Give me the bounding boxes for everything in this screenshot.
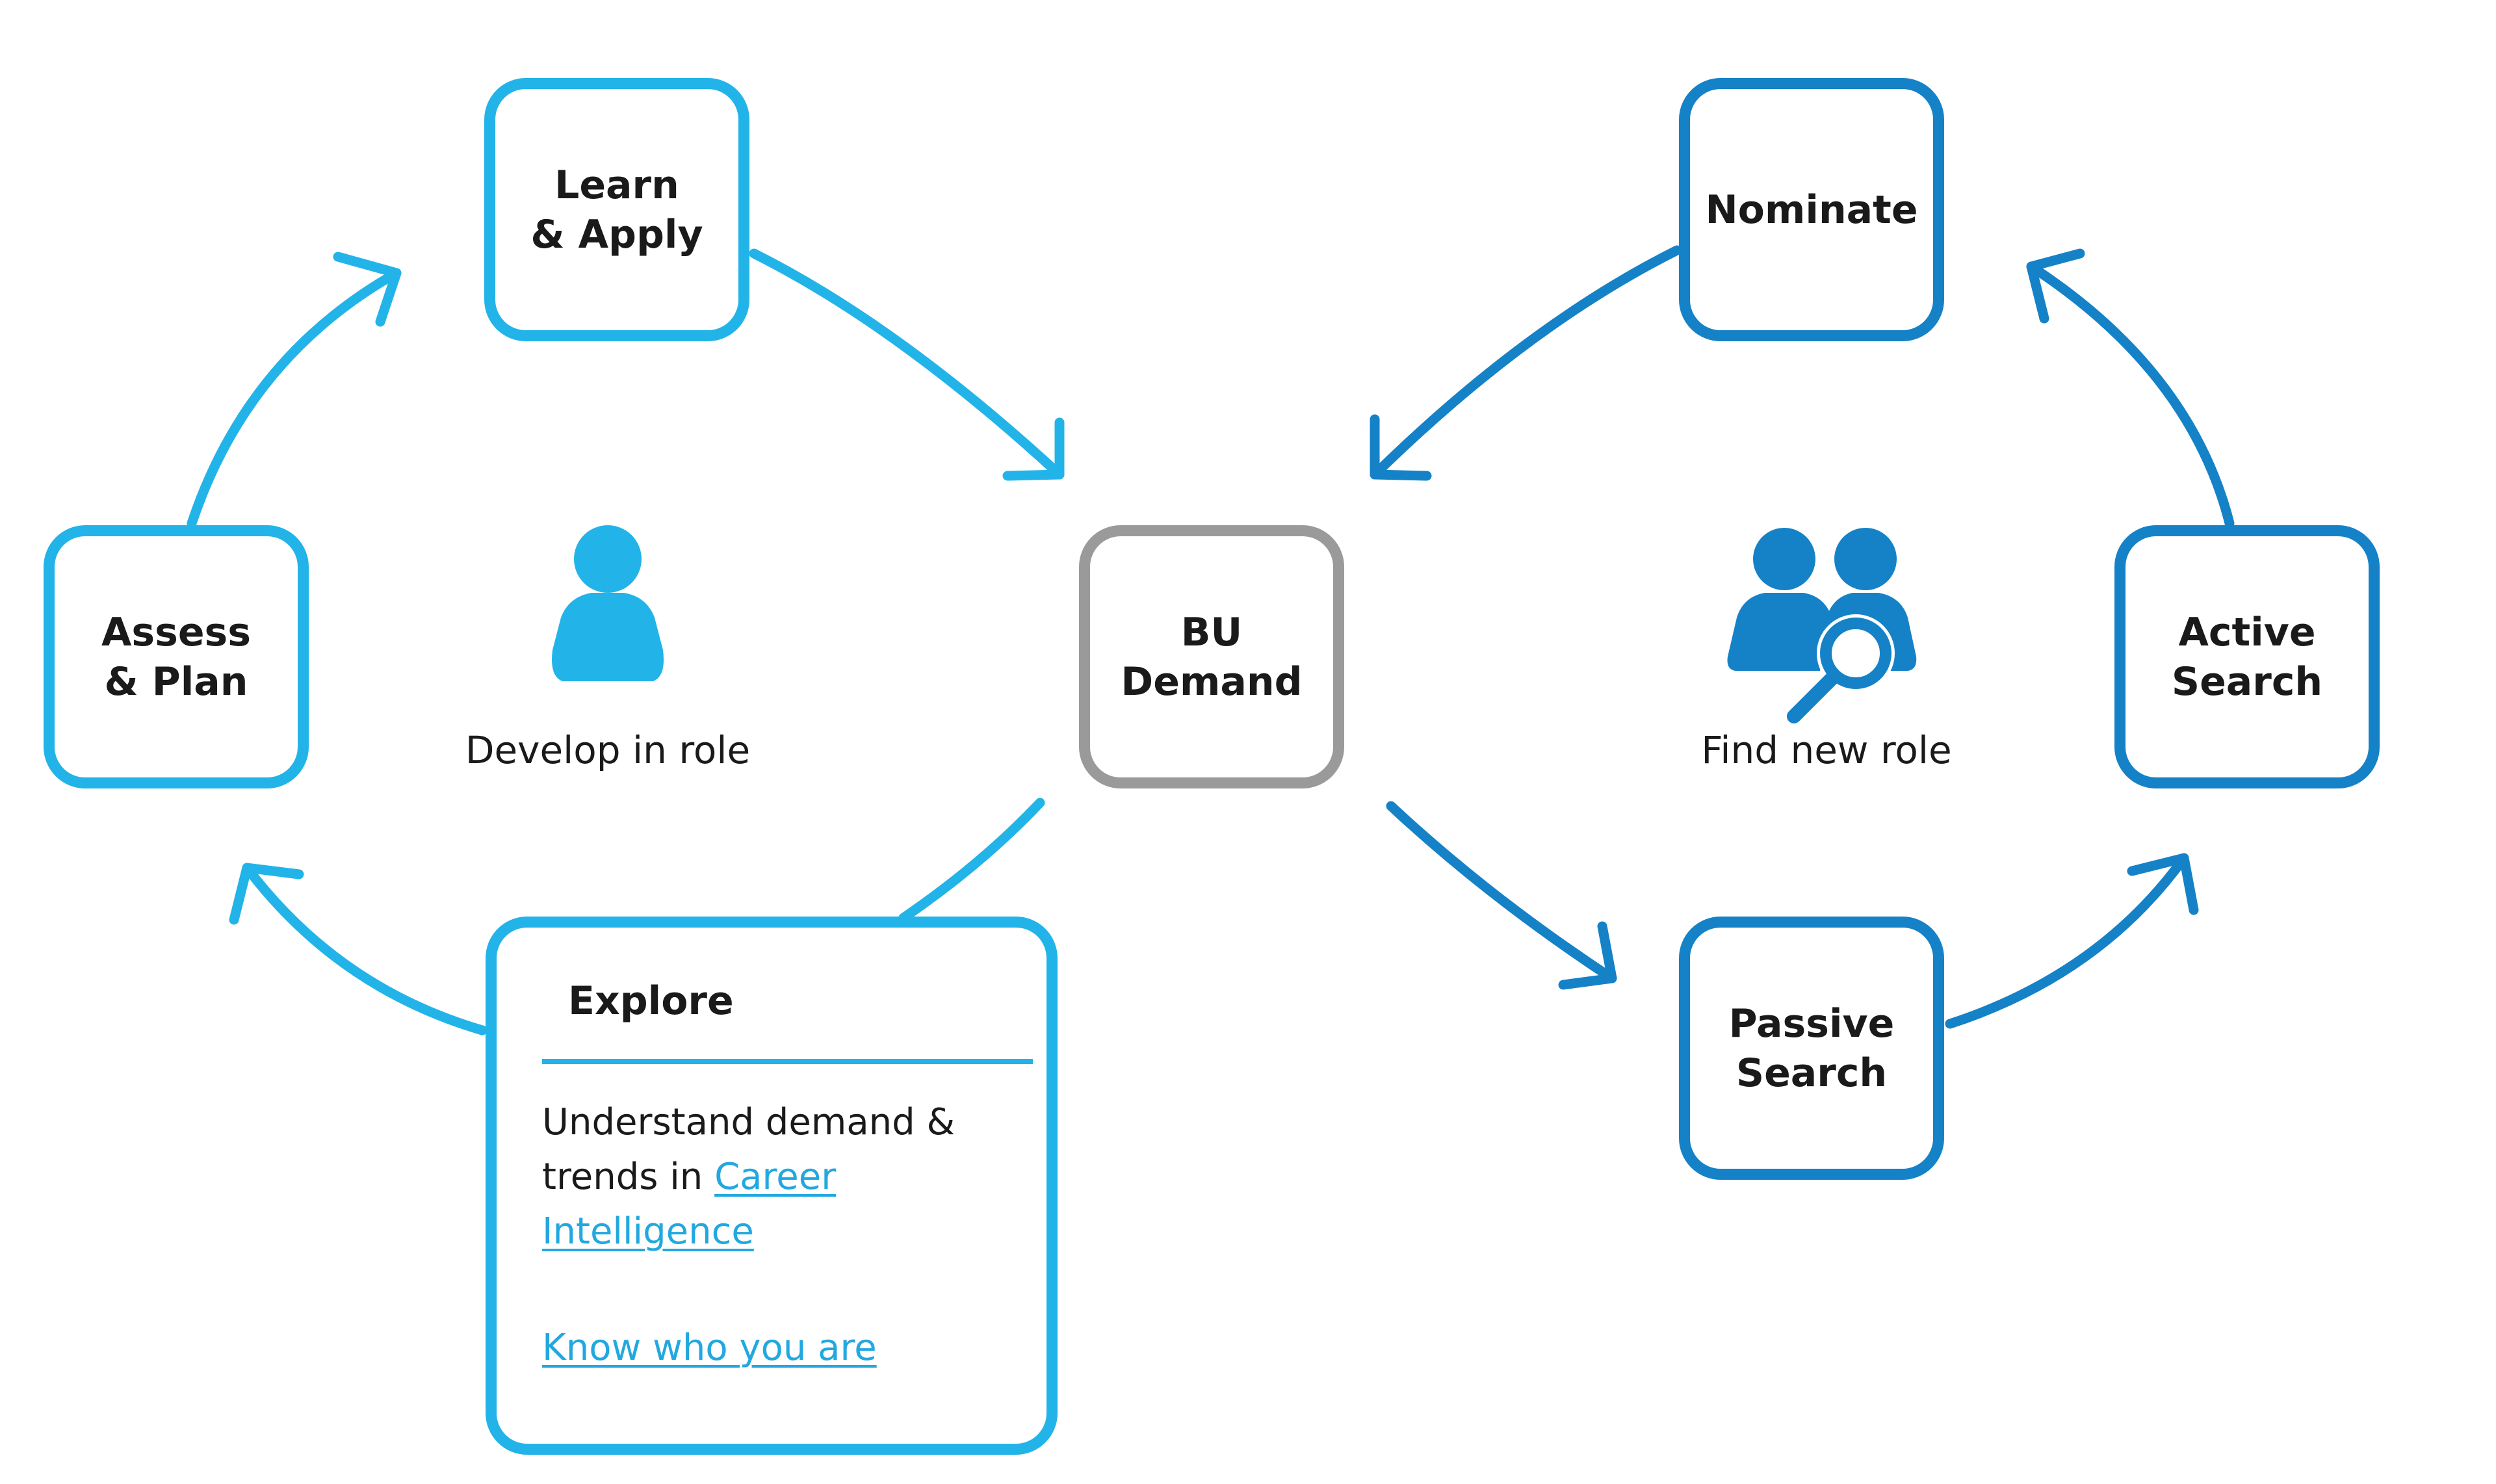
nominate-box: Nominate bbox=[1679, 78, 1944, 341]
passive-search-label: Passive Search bbox=[1728, 1000, 1895, 1096]
explore-body-text: Understand demand & trends in bbox=[542, 1101, 956, 1198]
arrow-assess-to-learn bbox=[187, 268, 402, 528]
explore-title: Explore bbox=[568, 978, 734, 1024]
arrow-learn-to-bu bbox=[749, 248, 1065, 480]
explore-divider bbox=[542, 1059, 1033, 1064]
develop-in-role-caption: Develop in role bbox=[465, 728, 751, 772]
nominate-label: Nominate bbox=[1705, 187, 1918, 233]
arrowhead-bu-to-passive bbox=[1558, 921, 1617, 990]
assess-plan-label: Assess & Plan bbox=[101, 609, 251, 705]
know-who-you-are-link[interactable]: Know who you are bbox=[542, 1327, 877, 1369]
find-new-role-caption: Find new role bbox=[1701, 728, 1952, 772]
learn-apply-label: Learn & Apply bbox=[530, 162, 703, 257]
active-search-label: Active Search bbox=[2171, 609, 2323, 705]
know-who-you-are-wrapper: Know who you are bbox=[542, 1327, 877, 1369]
arrow-passive-to-active bbox=[1945, 853, 2189, 1029]
arrow-bu-to-passive bbox=[1386, 801, 1617, 983]
bu-demand-label: BU Demand bbox=[1121, 609, 1303, 705]
arrowhead-learn-to-bu bbox=[1002, 417, 1065, 481]
learn-apply-box: Learn & Apply bbox=[484, 78, 749, 341]
arrow-nominate-to-bu bbox=[1370, 245, 1682, 480]
arrowhead-active-to-nominate bbox=[2026, 248, 2085, 324]
active-search-box: Active Search bbox=[2114, 525, 2380, 788]
arrowhead-passive-to-active bbox=[2127, 853, 2199, 915]
arrowhead-assess-to-learn bbox=[333, 252, 402, 327]
passive-search-box: Passive Search bbox=[1679, 917, 1944, 1180]
people-search-icon bbox=[1727, 528, 1917, 723]
explore-description: Understand demand & trends in Career Int… bbox=[542, 1095, 1036, 1259]
career-intelligence-link[interactable]: Career Intelligence bbox=[542, 1156, 837, 1253]
person-icon bbox=[552, 525, 664, 681]
arrow-explore-to-assess bbox=[242, 863, 488, 1035]
arrowhead-explore-to-assess bbox=[229, 863, 304, 925]
arrow-bu-to-explore bbox=[898, 798, 1045, 923]
explore-card: Explore Understand demand & trends in Ca… bbox=[486, 917, 1058, 1455]
assess-plan-box: Assess & Plan bbox=[44, 525, 309, 788]
arrowhead-nominate-to-bu bbox=[1370, 414, 1432, 481]
arrow-active-to-nominate bbox=[2026, 261, 2235, 528]
bu-demand-box: BU Demand bbox=[1079, 525, 1344, 788]
